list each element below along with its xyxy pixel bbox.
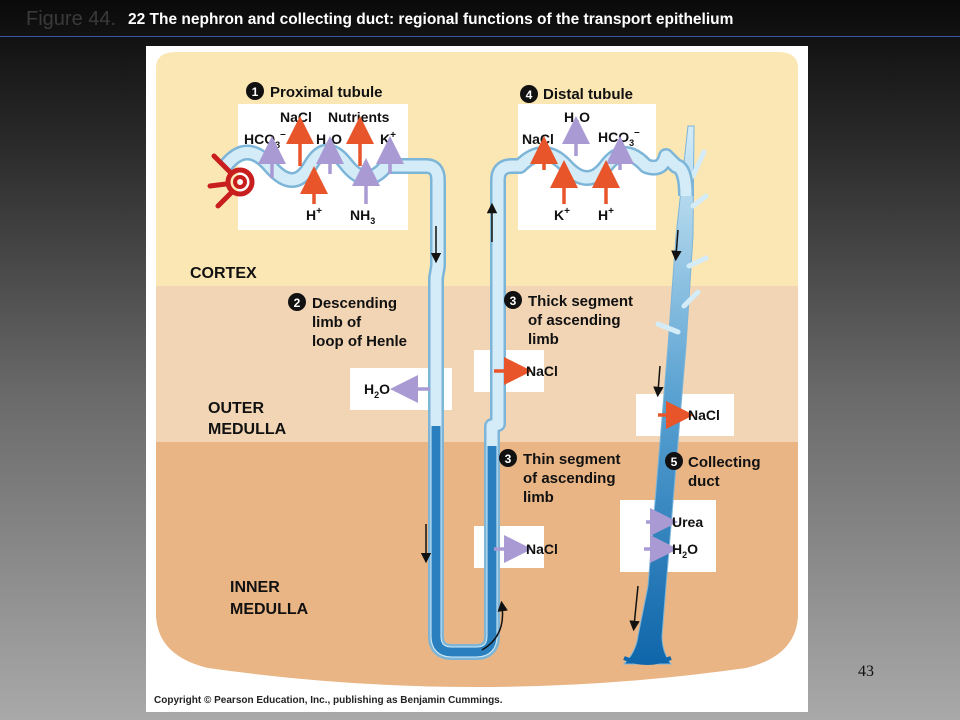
copyright-notice: Copyright © Pearson Education, Inc., pub… xyxy=(154,695,503,706)
duct-urea: Urea xyxy=(672,514,703,530)
slide-caption: 22 The nephron and collecting duct: regi… xyxy=(128,11,734,28)
flow-up-loop xyxy=(481,600,508,651)
glomerulus xyxy=(207,153,255,209)
dist-k: K+ xyxy=(554,206,570,223)
prox-nutrients: Nutrients xyxy=(328,109,390,125)
descending-line2: limb of xyxy=(312,314,362,331)
descending-transport: H2O xyxy=(364,375,430,403)
distal-transport: H2O NaCl HCO3– K+ H+ xyxy=(522,109,640,223)
duct-h2o: H2O xyxy=(672,541,698,560)
duct-nacl: NaCl xyxy=(688,407,720,423)
dist-nacl: NaCl xyxy=(522,131,554,147)
prox-nacl: NaCl xyxy=(280,109,312,125)
distal-title: Distal tubule xyxy=(543,86,633,103)
thin-line3: limb xyxy=(523,489,554,506)
thin-number: 3 xyxy=(505,452,512,466)
thick-line1: Thick segment xyxy=(528,293,633,310)
collecting-header: 5 Collecting duct xyxy=(665,452,761,490)
proximal-number: 1 xyxy=(252,85,259,99)
thick-header: 3 Thick segment of ascending limb xyxy=(504,291,633,348)
thick-nacl: NaCl xyxy=(526,363,558,379)
duct-outlet xyxy=(623,656,672,665)
slide-title-bar: Figure 44. 22 The nephron and collecting… xyxy=(0,8,960,37)
dist-h: H+ xyxy=(598,206,614,223)
descending-line3: loop of Henle xyxy=(312,333,407,350)
proximal-header: 1 Proximal tubule xyxy=(246,82,383,101)
thick-line2: of ascending xyxy=(528,312,621,329)
prox-hco3: HCO3– xyxy=(244,129,286,150)
thick-line3: limb xyxy=(528,331,559,348)
thick-transport: NaCl xyxy=(494,357,558,385)
flow-down-duct-3 xyxy=(629,585,640,632)
thin-line1: Thin segment xyxy=(523,451,621,468)
thin-transport: NaCl xyxy=(494,535,558,563)
thin-nacl: NaCl xyxy=(526,541,558,557)
flow-down-duct-1 xyxy=(671,229,682,262)
figure-prefix: Figure 44. xyxy=(26,8,117,30)
distal-header: 4 Distal tubule xyxy=(520,85,633,103)
dist-hco3: HCO3– xyxy=(598,127,640,148)
descending-header: 2 Descending limb of loop of Henle xyxy=(288,293,407,350)
nephron-diagram-panel: CORTEX OUTER MEDULLA INNER MEDULLA xyxy=(146,46,808,712)
descending-number: 2 xyxy=(294,296,301,310)
thick-number: 3 xyxy=(510,294,517,308)
inner-medulla-label-2: MEDULLA xyxy=(230,601,309,618)
cortex-label: CORTEX xyxy=(190,265,257,282)
collecting-line1: Collecting xyxy=(688,454,761,471)
proximal-title: Proximal tubule xyxy=(270,84,383,101)
collecting-number: 5 xyxy=(671,455,678,469)
prox-nh3: NH3 xyxy=(350,207,375,226)
prox-h: H+ xyxy=(306,206,322,223)
desc-h2o: H2O xyxy=(364,381,390,400)
outer-medulla-label-1: OUTER xyxy=(208,400,264,417)
thin-header: 3 Thin segment of ascending limb xyxy=(499,449,621,506)
collecting-line2: duct xyxy=(688,473,720,490)
slide-number: 43 xyxy=(858,663,874,680)
nephron-diagram: CORTEX OUTER MEDULLA INNER MEDULLA xyxy=(156,52,798,687)
flow-down-duct-2 xyxy=(653,365,664,398)
collecting-transport: NaCl Urea H2O xyxy=(644,401,720,563)
descending-line1: Descending xyxy=(312,295,397,312)
inner-medulla-label-1: INNER xyxy=(230,579,280,596)
thin-line2: of ascending xyxy=(523,470,616,487)
duct-branches xyxy=(655,149,709,335)
proximal-transport: NaCl Nutrients HCO3– H2O K+ H+ NH3 xyxy=(244,109,404,226)
distal-number: 4 xyxy=(526,88,533,102)
outer-medulla-label-2: MEDULLA xyxy=(208,421,287,438)
